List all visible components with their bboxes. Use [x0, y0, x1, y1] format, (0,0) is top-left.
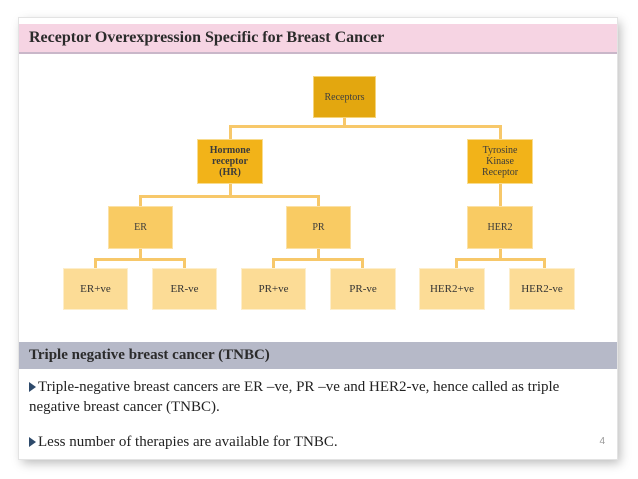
- connector: [183, 258, 186, 269]
- connector: [361, 258, 364, 269]
- title-bar: Receptor Overexpression Specific for Bre…: [19, 24, 617, 54]
- connector: [317, 248, 320, 260]
- connector: [272, 258, 362, 261]
- section-bar: Triple negative breast cancer (TNBC): [19, 342, 617, 369]
- connector: [139, 195, 319, 198]
- connector: [272, 258, 275, 269]
- connector: [229, 125, 232, 140]
- bullet-item: Triple-negative breast cancers are ER –v…: [29, 377, 599, 417]
- node-receptors: Receptors: [313, 76, 376, 118]
- bullet-text: Less number of therapies are available f…: [38, 434, 338, 450]
- connector: [499, 183, 502, 207]
- connector: [543, 258, 546, 269]
- connector: [229, 125, 501, 128]
- bullet-item: Less number of therapies are available f…: [29, 432, 599, 452]
- node-er-positive: ER+ve: [63, 268, 128, 310]
- node-her2: HER2: [467, 206, 533, 249]
- node-tyrosine-kinase-receptor: Tyrosine Kinase Receptor: [467, 139, 533, 184]
- triangle-bullet-icon: [29, 437, 36, 447]
- connector: [139, 195, 142, 207]
- connector: [229, 183, 232, 197]
- connector: [455, 258, 458, 269]
- connector: [139, 248, 142, 260]
- node-pr: PR: [286, 206, 351, 249]
- bullet-text: Triple-negative breast cancers are ER –v…: [29, 379, 560, 415]
- slide: Receptor Overexpression Specific for Bre…: [19, 18, 617, 459]
- connector: [499, 125, 502, 140]
- section-title: Triple negative breast cancer (TNBC): [29, 347, 270, 363]
- connector: [94, 258, 184, 261]
- connector: [94, 258, 97, 269]
- node-er-negative: ER-ve: [152, 268, 217, 310]
- node-her2-negative: HER2-ve: [509, 268, 575, 310]
- page-number: 4: [599, 436, 605, 447]
- connector: [317, 195, 320, 207]
- connector: [343, 117, 346, 127]
- slide-title: Receptor Overexpression Specific for Bre…: [29, 29, 385, 46]
- node-pr-negative: PR-ve: [330, 268, 396, 310]
- connector: [455, 258, 545, 261]
- node-hormone-receptor: Hormone receptor (HR): [197, 139, 263, 184]
- connector: [499, 248, 502, 260]
- triangle-bullet-icon: [29, 382, 36, 392]
- node-pr-positive: PR+ve: [241, 268, 306, 310]
- node-her2-positive: HER2+ve: [419, 268, 485, 310]
- node-er: ER: [108, 206, 173, 249]
